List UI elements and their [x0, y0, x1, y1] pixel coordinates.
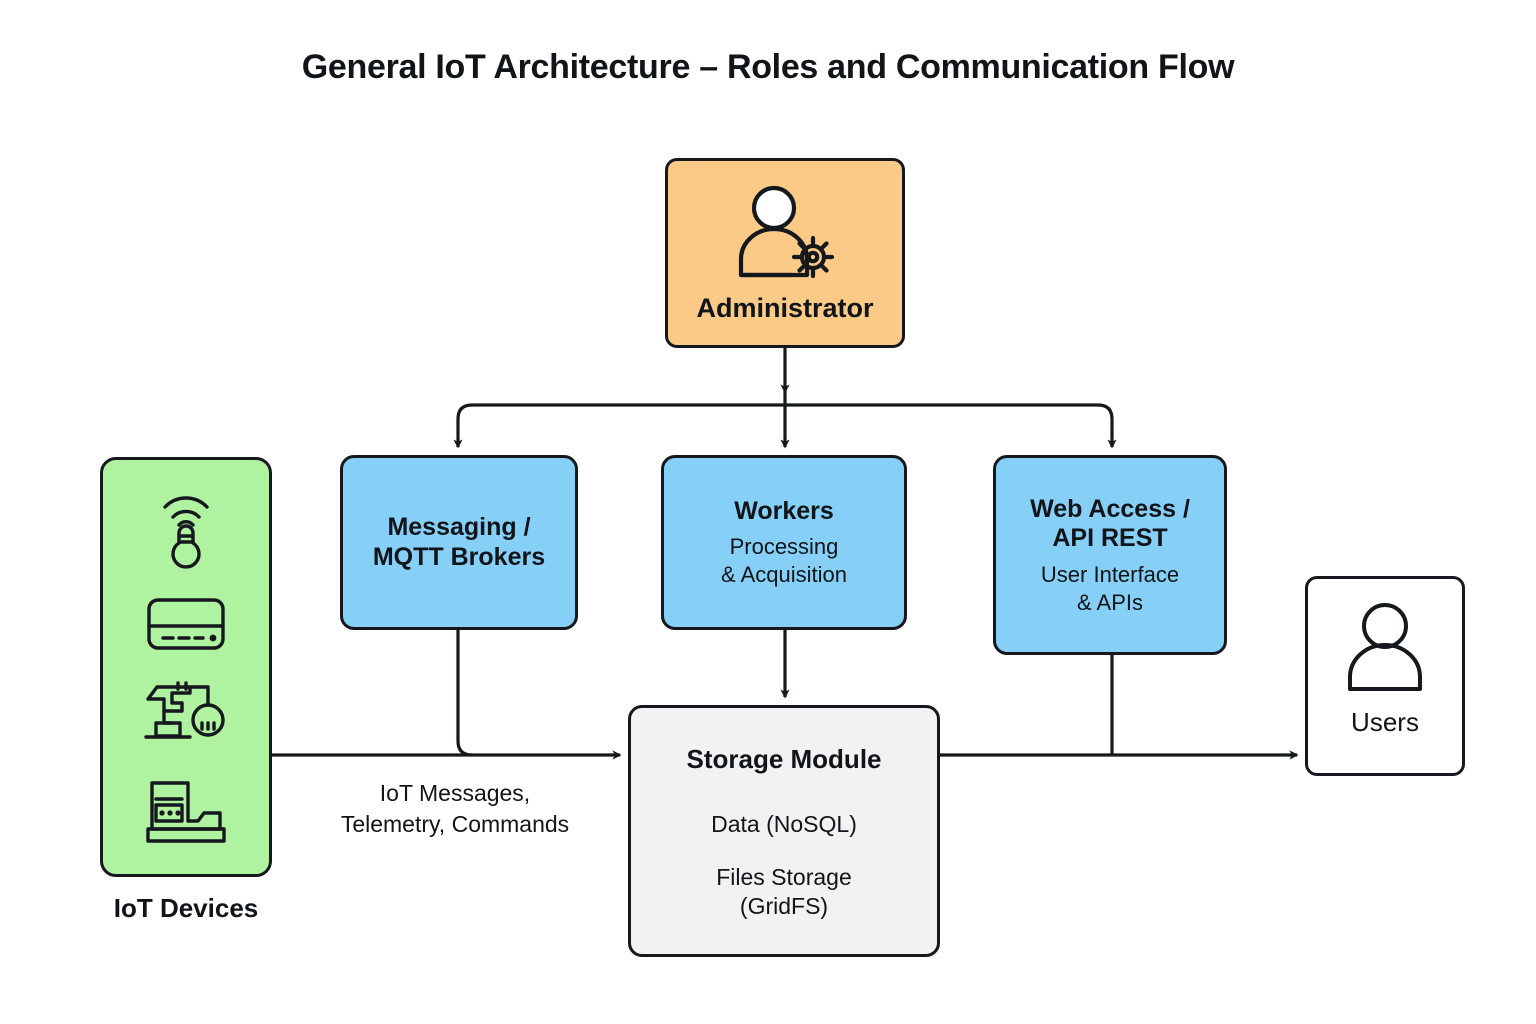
- node-iot-devices[interactable]: [100, 457, 272, 877]
- node-users[interactable]: Users: [1305, 576, 1465, 776]
- node-administrator[interactable]: Administrator: [665, 158, 905, 348]
- storage-line2: Files Storage: [716, 863, 852, 890]
- messaging-line2: MQTT Brokers: [372, 542, 546, 571]
- edge-admin-to-messaging: [453, 403, 473, 449]
- iot-devices-caption: IoT Devices: [113, 893, 259, 923]
- web-access-sub-line2: & APIs: [1076, 589, 1144, 615]
- user-gear-icon: [729, 183, 841, 283]
- edge-admin-to-web: [1097, 403, 1117, 449]
- users-label: Users: [1351, 707, 1419, 737]
- robotic-arm-icon: [138, 679, 234, 747]
- web-access-sub-line1: User Interface: [1040, 561, 1180, 587]
- storage-heading: Storage Module: [686, 744, 882, 774]
- administrator-label: Administrator: [696, 293, 874, 323]
- workers-sub-line1: Processing: [729, 534, 839, 560]
- node-storage-module[interactable]: Storage Module Data (NoSQL) Files Storag…: [628, 705, 940, 957]
- workers-heading: Workers: [734, 496, 834, 525]
- wireless-sensor-bulb-icon: [149, 489, 223, 569]
- workers-sub-line2: & Acquisition: [721, 562, 847, 588]
- page-title: General IoT Architecture – Roles and Com…: [301, 48, 1235, 86]
- node-workers[interactable]: Workers Processing & Acquisition: [661, 455, 907, 630]
- storage-line3: (GridFS): [739, 892, 829, 919]
- messaging-line1: Messaging /: [387, 513, 531, 541]
- edge-label-iot-messages: IoT Messages, Telemetry, Commands: [280, 778, 630, 840]
- node-messaging-mqtt-brokers[interactable]: Messaging / MQTT Brokers: [340, 455, 578, 630]
- user-icon: [1342, 601, 1428, 693]
- edge-label-line2: Telemetry, Commands: [340, 811, 570, 838]
- node-web-access-api-rest[interactable]: Web Access / API REST User Interface & A…: [993, 455, 1227, 655]
- edge-messaging-to-bus: [456, 630, 473, 757]
- industrial-machine-icon: [142, 773, 230, 845]
- web-access-line2: API REST: [1052, 524, 1168, 553]
- web-access-line1: Web Access /: [1030, 494, 1190, 523]
- edge-label-line1: IoT Messages,: [379, 780, 531, 806]
- gateway-router-icon: [145, 595, 227, 653]
- storage-line1: Data (NoSQL): [711, 810, 857, 837]
